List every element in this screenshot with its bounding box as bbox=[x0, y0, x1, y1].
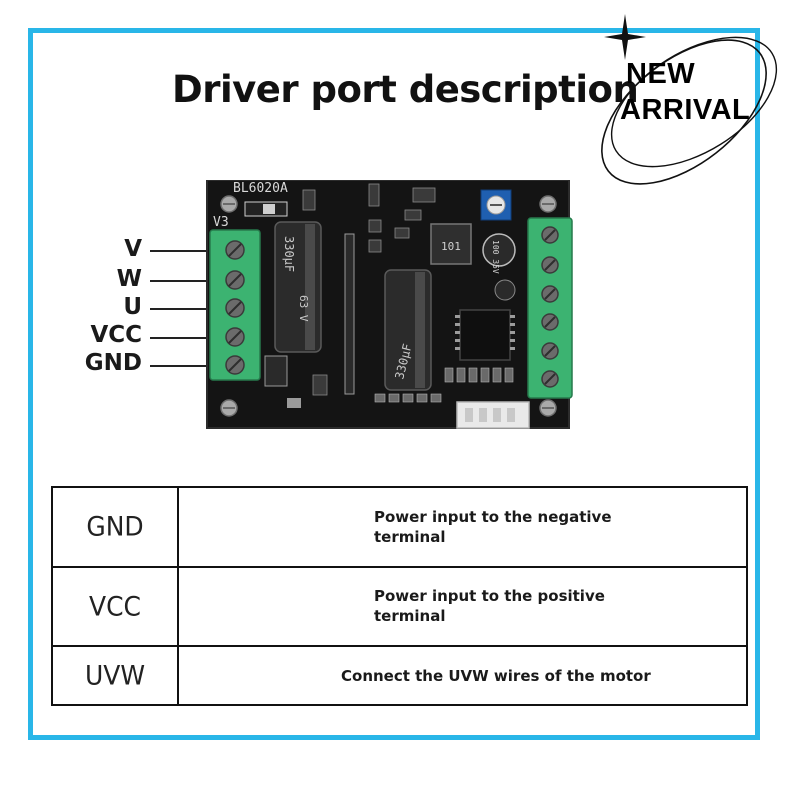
table-row: GND Power input to the negative terminal bbox=[51, 486, 748, 568]
pin-description: Power input to the positive terminal bbox=[374, 587, 605, 626]
board-version-text: V3 bbox=[213, 215, 229, 230]
inductor-label: 101 bbox=[441, 240, 461, 253]
pin-cell: GND bbox=[51, 486, 179, 568]
pin-description: Connect the UVW wires of the motor bbox=[341, 666, 651, 685]
pin-label-w: W bbox=[116, 266, 142, 292]
page-title: Driver port description bbox=[172, 68, 639, 111]
pin-leader-gnd bbox=[150, 365, 212, 367]
small-cap-label: 100 35V bbox=[491, 240, 500, 274]
pin-cell: UVW bbox=[51, 645, 179, 706]
pin-cell: VCC bbox=[51, 565, 179, 648]
capacitor-left-voltage: 63 V bbox=[297, 295, 310, 322]
port-description-table: GND Power input to the negative terminal… bbox=[51, 486, 748, 706]
content-frame bbox=[28, 28, 760, 740]
sparkle-icon bbox=[604, 14, 646, 60]
description-cell: Connect the UVW wires of the motor bbox=[177, 645, 748, 706]
pin-name: GND bbox=[86, 511, 144, 543]
pin-name: UVW bbox=[84, 660, 146, 691]
description-cell: Power input to the positive terminal bbox=[177, 565, 748, 648]
table-row: VCC Power input to the positive terminal bbox=[51, 565, 748, 648]
pin-description: Power input to the negative terminal bbox=[374, 507, 612, 546]
pin-leader-vcc bbox=[150, 337, 212, 339]
pin-leader-v bbox=[150, 250, 212, 252]
badge-arrival: ARRIVAL bbox=[620, 94, 751, 126]
board-model-text: BL6020A bbox=[233, 181, 288, 196]
pin-name: VCC bbox=[88, 591, 141, 622]
description-cell: Power input to the negative terminal bbox=[177, 486, 748, 568]
capacitor-left-label: 330μF bbox=[282, 236, 296, 272]
pin-label-gnd: GND bbox=[84, 350, 142, 376]
pin-leader-u bbox=[150, 308, 212, 310]
badge-new: NEW bbox=[626, 58, 696, 90]
driver-board-image: BL6020A V3 330μF 63 V 330μF 101 100 35V bbox=[206, 180, 573, 429]
badge-ellipse-icon bbox=[601, 14, 778, 185]
pin-label-v: V bbox=[124, 236, 142, 262]
pin-label-u: U bbox=[123, 294, 142, 320]
pin-label-vcc: VCC bbox=[90, 322, 142, 348]
pin-leader-w bbox=[150, 280, 212, 282]
table-row: UVW Connect the UVW wires of the motor bbox=[51, 645, 748, 706]
